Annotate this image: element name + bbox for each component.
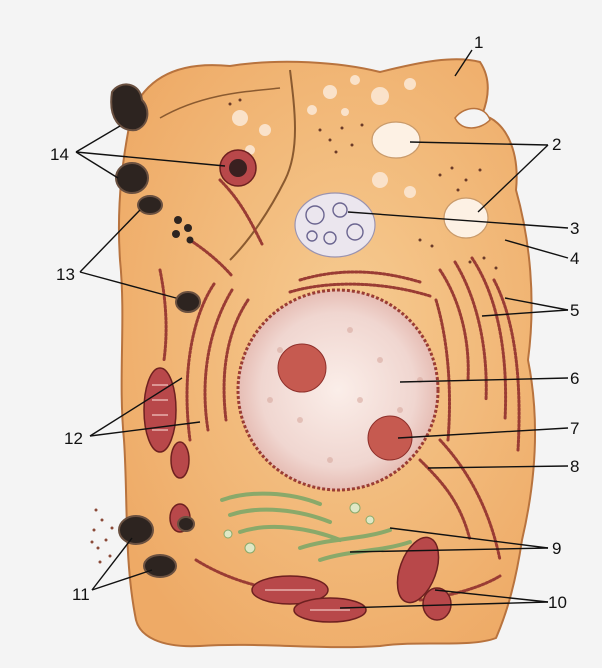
label-3: 3	[570, 219, 579, 238]
label-1: 1	[474, 33, 483, 52]
label-4: 4	[570, 249, 579, 268]
lysosome-core	[229, 159, 247, 177]
label-5: 5	[570, 301, 579, 320]
label-8: 8	[570, 457, 579, 476]
label-2: 2	[552, 135, 561, 154]
nucleus	[238, 290, 438, 490]
centrosome	[295, 193, 375, 257]
vacuole-lower	[444, 198, 488, 238]
label-7: 7	[570, 419, 579, 438]
label-11: 11	[72, 585, 90, 604]
nucleolus-upper	[278, 344, 326, 392]
label-10: 10	[548, 593, 567, 612]
label-6: 6	[570, 369, 579, 388]
label-14: 14	[50, 145, 69, 164]
label-12: 12	[64, 429, 83, 448]
label-13: 13	[56, 265, 75, 284]
pinocytosis-dots	[91, 509, 114, 564]
label-9: 9	[552, 539, 561, 558]
vacuole-upper	[372, 122, 420, 158]
